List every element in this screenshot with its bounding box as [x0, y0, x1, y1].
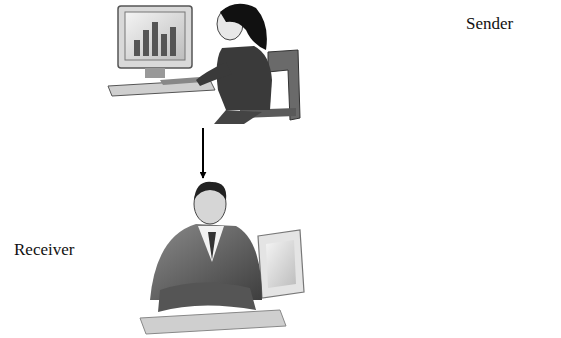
monitor [258, 230, 304, 298]
chart-bar [161, 34, 167, 56]
body [217, 46, 272, 110]
hair [194, 182, 226, 200]
arm [196, 62, 232, 86]
chart-bar [170, 27, 176, 56]
receiver-illustration [140, 182, 304, 334]
monitor [118, 6, 192, 68]
monitor-screen [125, 12, 185, 60]
tie [208, 232, 216, 260]
person-node: Sender [108, 0, 538, 128]
chart-bar [134, 40, 140, 56]
legs [214, 110, 262, 124]
person-node: Receiver [10, 178, 305, 338]
flow-arrow [202, 128, 204, 178]
hair [220, 4, 267, 50]
keyboard [160, 77, 203, 85]
role-label: Sender [466, 14, 513, 34]
chart-bar [143, 30, 149, 56]
shirt [198, 226, 224, 262]
monitor-screen [266, 240, 296, 288]
monitor-stand [145, 68, 165, 78]
desk [140, 310, 286, 334]
sender-illustration [108, 4, 300, 124]
role-label: Receiver [14, 240, 74, 260]
chart-bar [152, 22, 158, 56]
arms [158, 282, 256, 312]
